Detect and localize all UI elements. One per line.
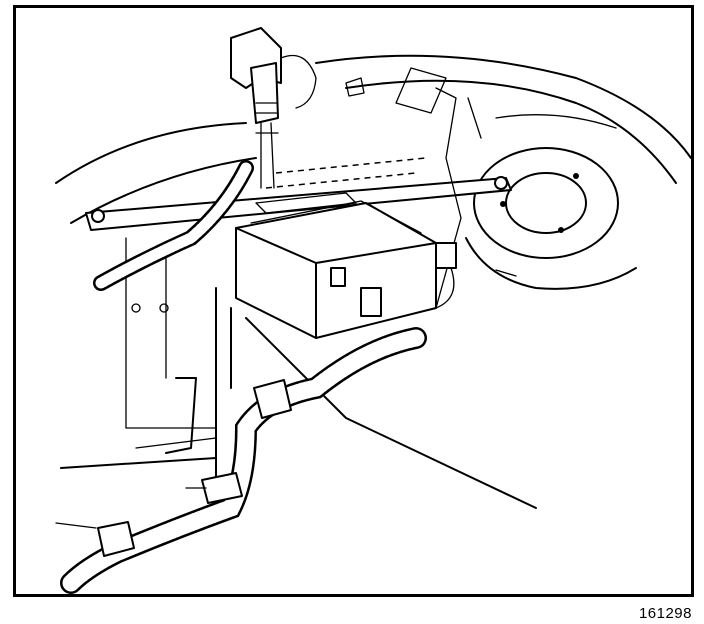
battery [235,157,437,339]
figure-number: 161298 [638,605,692,622]
illustration-frame [13,5,694,597]
cross-brace [85,176,512,231]
battery-tray [60,237,537,509]
fender-outline [55,54,691,224]
harness-upper-left [93,160,254,291]
harness-bracket [230,27,317,189]
strut-tower [465,147,637,290]
callout-leaders [55,487,207,529]
harness-main [60,327,427,594]
positive-cable [435,87,482,309]
engine-compartment-drawing [55,27,691,594]
